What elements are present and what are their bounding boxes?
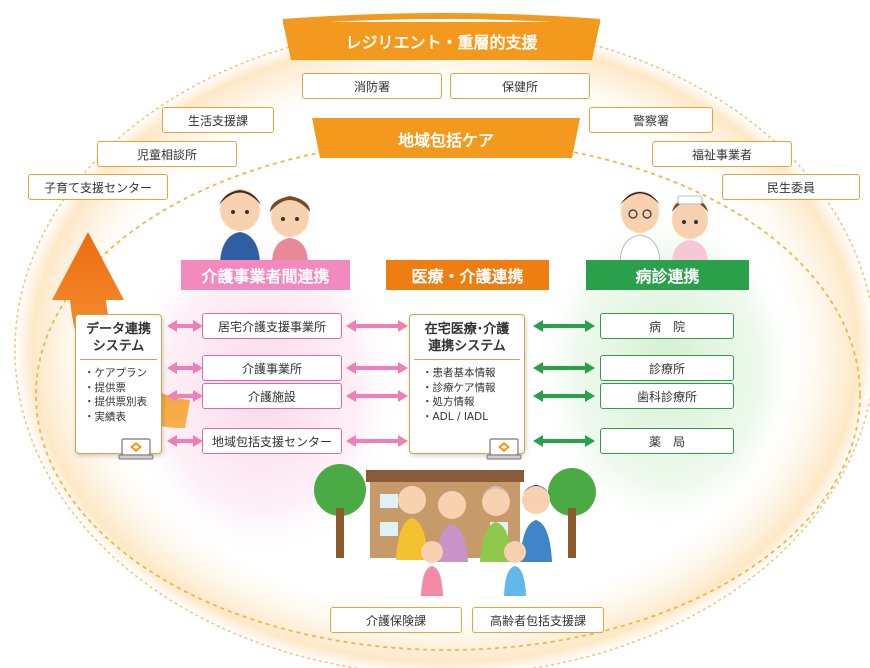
agency-shobo: 消防署 — [302, 73, 442, 99]
data-link-title-1: データ連携 — [85, 322, 151, 337]
care-kyotaku: 居宅介護支援事業所 — [202, 313, 342, 339]
agency-kosodate: 子育て支援センター — [28, 174, 168, 200]
home-care-item: 患者基本情報 — [422, 366, 524, 381]
band-iryo: 医療・介護連携 — [386, 260, 549, 290]
data-link-item: 提供票別表 — [84, 395, 161, 410]
medical-yakkyoku: 薬 局 — [600, 428, 734, 454]
care-shisetsu: 介護施設 — [202, 383, 342, 409]
home-care-title-1: 在宅医療･介護 — [424, 322, 510, 337]
data-link-item: 実績表 — [84, 410, 161, 425]
agency-minsei: 民生委員 — [722, 174, 860, 200]
home-care-system-card: 在宅医療･介護 連携システム 患者基本情報 診療ケア情報 処方情報 ADL / … — [409, 314, 525, 454]
family-house-illustration — [314, 464, 596, 596]
curved-arrow — [52, 232, 190, 429]
data-link-title-2: システム — [92, 339, 145, 354]
medical-shinryojo: 診療所 — [600, 355, 734, 381]
bottom-kaigo-hoken: 介護保険課 — [330, 607, 462, 633]
home-care-item: 処方情報 — [422, 395, 524, 410]
outer-ribbon-shape — [283, 22, 600, 60]
home-care-item: 診療ケア情報 — [422, 381, 524, 396]
medical-byoin: 病 院 — [600, 313, 734, 339]
laptop-icon — [486, 438, 522, 460]
home-care-item: ADL / IADL — [422, 410, 524, 425]
inner-ribbon-label: 地域包括ケア — [397, 131, 494, 150]
laptop-icon — [118, 438, 154, 460]
agency-jido: 児童相談所 — [97, 141, 237, 167]
data-link-item: 提供票 — [84, 381, 161, 396]
band-byoshin: 病診連携 — [586, 260, 749, 290]
data-link-system-card: データ連携 システム ケアプラン 提供票 提供票別表 実績表 — [75, 314, 162, 454]
care-workers-illustration — [219, 189, 310, 262]
medical-shika: 歯科診療所 — [600, 383, 734, 409]
agency-seikatsu: 生活支援課 — [162, 107, 274, 133]
agency-fukushi: 福祉事業者 — [652, 141, 792, 167]
agency-hoken: 保健所 — [450, 73, 590, 99]
inner-ribbon-shape — [312, 118, 580, 158]
pink-arrows — [167, 320, 408, 447]
home-care-title-2: 連携システム — [428, 339, 506, 354]
bottom-koreisha: 高齢者包括支援課 — [472, 607, 604, 633]
care-chiiki: 地域包括支援センター — [202, 428, 342, 454]
agency-keisatsu: 警察署 — [589, 107, 713, 133]
data-link-item: ケアプラン — [84, 366, 161, 381]
outer-ribbon-label: レジリエント・重層的支援 — [345, 33, 538, 52]
band-kaigo: 介護事業者間連携 — [181, 260, 350, 290]
doctor-nurse-illustration — [619, 191, 708, 263]
care-jigyosho: 介護事業所 — [202, 355, 342, 381]
green-arrows — [533, 320, 595, 447]
